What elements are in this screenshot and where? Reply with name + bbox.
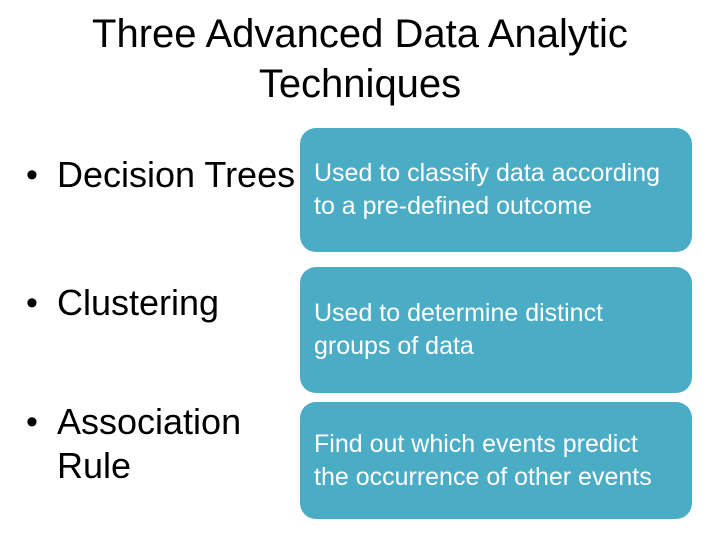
bullet-dot-icon: • xyxy=(26,403,38,441)
callout-text-line: groups of data xyxy=(314,332,474,360)
bullet-dot-icon: • xyxy=(26,156,38,194)
callout-text-line: Find out which events predict xyxy=(314,429,638,458)
callout-box-association-rule: Find out which events predict the occurr… xyxy=(300,402,692,519)
bullet-label-association-rule: Association Rule xyxy=(57,401,242,486)
callout-text-line: to a pre-defined outcome xyxy=(314,192,592,220)
callout-box-decision-trees: Used to classify data according to a pre… xyxy=(300,128,692,252)
bullet-item-clustering: • Clustering xyxy=(26,281,317,325)
bullet-dot-icon: • xyxy=(26,284,38,322)
slide-title-text: Three Advanced Data Analytic Techniques xyxy=(92,12,628,106)
slide-title: Three Advanced Data Analytic Techniques xyxy=(0,9,720,109)
callout-text-line: Used to determine distinct xyxy=(314,299,604,327)
callout-box-clustering: Used to determine distinct groups of dat… xyxy=(300,267,692,393)
callout-text-line: Used to classify data according xyxy=(314,159,661,187)
bullet-item-association-rule: • Association Rule xyxy=(26,400,317,488)
bullet-item-decision-trees: • Decision Trees xyxy=(26,153,317,197)
bullet-label-decision-trees: Decision Trees xyxy=(57,154,296,195)
bullet-label-clustering: Clustering xyxy=(57,282,220,323)
callout-text-line: the occurrence of other events xyxy=(314,462,652,491)
